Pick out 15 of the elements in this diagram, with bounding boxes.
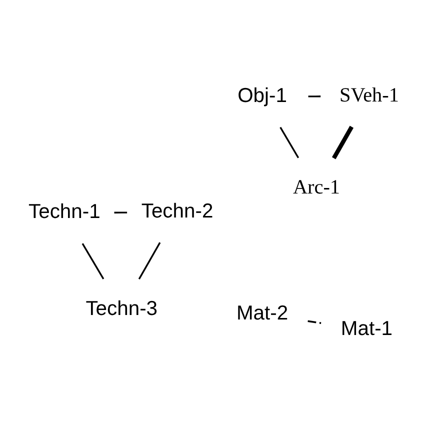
node-text: Obj-1 bbox=[238, 84, 287, 107]
node-text: Arc-1 bbox=[292, 176, 340, 199]
connector bbox=[332, 126, 354, 160]
node-text: Mat-1 bbox=[340, 318, 393, 340]
connector bbox=[308, 96, 321, 98]
connector bbox=[308, 320, 322, 324]
node-text: Mat-2 bbox=[236, 302, 288, 325]
connector bbox=[114, 212, 128, 214]
connector bbox=[138, 242, 161, 280]
node-text: Techn-2 bbox=[141, 200, 214, 222]
connector bbox=[82, 243, 104, 280]
node-text: SVeh-1 bbox=[340, 84, 399, 106]
connector bbox=[280, 126, 300, 158]
node-text: Techn-3 bbox=[86, 298, 158, 320]
node-text: Techn-1 bbox=[28, 201, 100, 224]
